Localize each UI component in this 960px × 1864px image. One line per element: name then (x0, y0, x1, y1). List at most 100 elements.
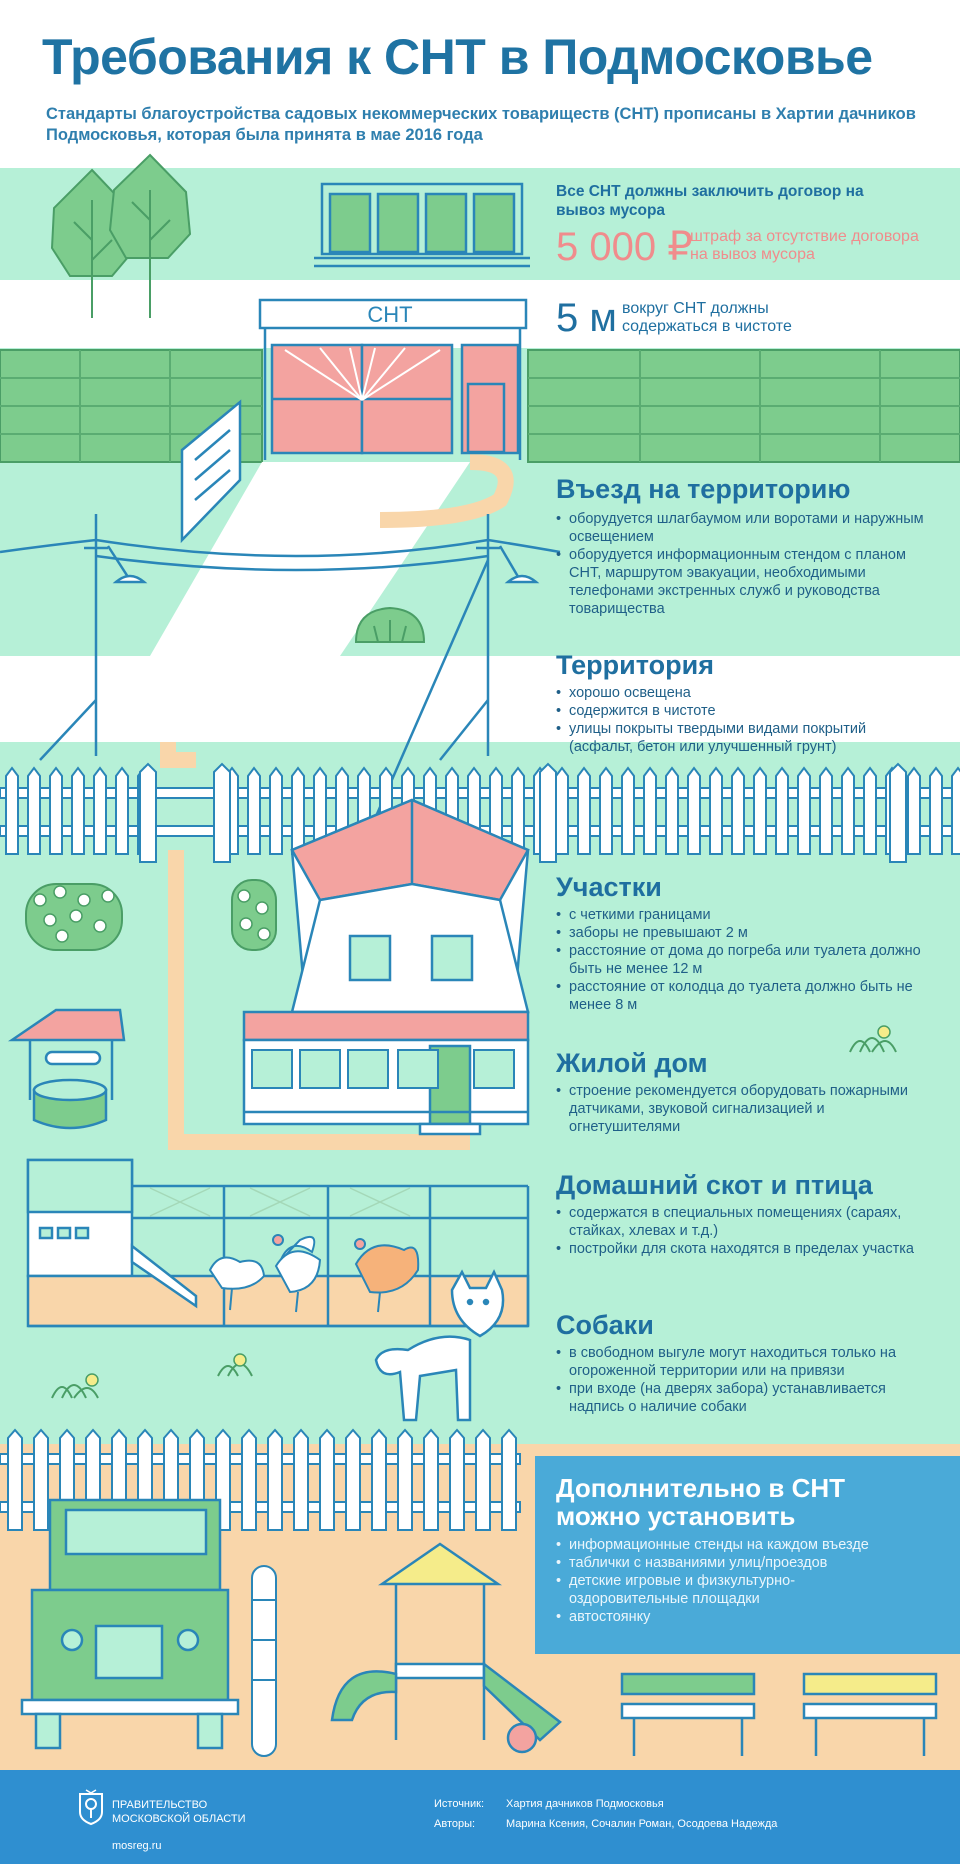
fence-picket (247, 766, 261, 855)
fence-picket (863, 766, 877, 855)
fence-picket (449, 1428, 465, 1531)
house-title: Жилой дом (556, 1048, 708, 1078)
fence-picket (643, 766, 657, 855)
house-window (397, 1049, 439, 1089)
territory-list: хорошо освещена содержится в чистоте ули… (556, 684, 916, 756)
source-label: Источник: (434, 1798, 485, 1810)
page-subtitle: Стандарты благоустройства садовых некомм… (46, 105, 916, 144)
fence-picket (293, 1428, 309, 1531)
extra-title: Дополнительно в СНТ можно установить (556, 1473, 846, 1531)
fence-picket (269, 766, 283, 855)
list-item: таблички с названиями улиц/проездов (556, 1554, 906, 1572)
fence-picket (49, 766, 63, 855)
fence-picket (841, 766, 855, 855)
fence-picket (819, 766, 833, 855)
org-line-2: МОСКОВСКОЙ ОБЛАСТИ (112, 1813, 246, 1825)
road (150, 462, 470, 656)
authors-label: Авторы: (434, 1818, 476, 1830)
page-title: Требования к СНТ в Подмосковье (42, 29, 873, 85)
list-item: оборудуется информационным стендом с пла… (556, 546, 936, 618)
fence-picket (475, 1428, 491, 1531)
entry-gate (258, 298, 528, 460)
truck (20, 1498, 240, 1750)
org-line-1: ПРАВИТЕЛЬСТВО (112, 1799, 208, 1811)
list-item: содержатся в специальных помещениях (сар… (556, 1204, 936, 1240)
fence-picket (889, 762, 907, 863)
trees (50, 153, 192, 318)
dogs-title: Собаки (556, 1310, 654, 1340)
fence-picket (797, 766, 811, 855)
list-item: постройки для скота находятся в пределах… (556, 1240, 936, 1258)
list-item: информационные стенды на каждом въезде (556, 1536, 906, 1554)
fence-picket (241, 1428, 257, 1531)
fence-picket (929, 766, 943, 855)
territory-title: Территория (556, 650, 714, 680)
playground (330, 1542, 562, 1754)
list-item: расстояние от дома до погреба или туалет… (556, 942, 926, 978)
dog (374, 1269, 505, 1422)
fine-note: штраф за отсутствие договора на вывоз му… (690, 228, 919, 263)
chickens (208, 1234, 420, 1313)
well (7, 1008, 126, 1130)
fence-picket (371, 1428, 387, 1531)
source-value: Хартия дачников Подмосковья (506, 1798, 664, 1810)
authors-value: Марина Ксения, Сочалин Роман, Осодоева Н… (506, 1818, 778, 1830)
list-item: в свободном выгуле могут находиться толь… (556, 1344, 936, 1380)
fence-picket (115, 766, 129, 855)
list-item: автостоянку (556, 1608, 906, 1626)
org-name: ПРАВИТЕЛЬСТВО МОСКОВСКОЙ ОБЛАСТИ (112, 1798, 246, 1826)
site-link[interactable]: mosreg.ru (112, 1840, 162, 1852)
benches (620, 1672, 938, 1756)
footer: ПРАВИТЕЛЬСТВО МОСКОВСКОЙ ОБЛАСТИ mosreg.… (0, 1770, 960, 1864)
fence-picket (775, 766, 789, 855)
house-window (251, 1049, 293, 1089)
fence-picket (27, 766, 41, 855)
distance-value: 5 м (556, 296, 617, 340)
fence-picket (501, 1428, 517, 1531)
fence-picket (397, 1428, 413, 1531)
coat-of-arms-icon (79, 1789, 103, 1826)
fence-picket (709, 766, 723, 855)
fence-picket (345, 1428, 361, 1531)
list-item: заборы не превышают 2 м (556, 924, 926, 942)
entry-title: Въезд на территорию (556, 474, 851, 504)
bush-small (354, 606, 426, 643)
entry-list: оборудуется шлагбаумом или воротами и на… (556, 510, 936, 618)
fence-picket (621, 766, 635, 855)
gate-sign: СНТ (367, 302, 412, 327)
livestock-list: содержатся в специальных помещениях (сар… (556, 1204, 936, 1258)
fence-picket (511, 766, 525, 855)
fence-picket (731, 766, 745, 855)
fence-picket (33, 1428, 49, 1531)
house-window (347, 1049, 389, 1089)
plots-list: с четкими границами заборы не превышают … (556, 906, 926, 1014)
extra-list: информационные стенды на каждом въезде т… (556, 1536, 906, 1626)
list-item: при входе (на дверях забора) устанавлива… (556, 1380, 936, 1416)
list-item: расстояние от колодца до туалета должно … (556, 978, 926, 1014)
fence-picket (7, 1428, 23, 1531)
fence-picket (213, 762, 231, 863)
fence-picket (319, 1428, 335, 1531)
list-item: детские игровые и физкультурно-оздоровит… (556, 1572, 906, 1608)
fence-picket (267, 1428, 283, 1531)
list-item: с четкими границами (556, 906, 926, 924)
house-list: строение рекомендуется оборудовать пожар… (556, 1082, 936, 1136)
plots-title: Участки (556, 872, 662, 902)
poultry-coop (26, 1158, 530, 1328)
garbage-lead: Все СНТ должны заключить договор на выво… (556, 183, 864, 219)
fence-picket (539, 762, 557, 863)
fence-picket (93, 766, 107, 855)
dogs-list: в свободном выгуле могут находиться толь… (556, 1344, 936, 1416)
power-poles (0, 514, 561, 831)
list-item: содержится в чистоте (556, 702, 916, 720)
fence-picket (555, 766, 569, 855)
fence-picket (423, 1428, 439, 1531)
fence-picket (665, 766, 679, 855)
livestock-title: Домашний скот и птица (556, 1170, 873, 1200)
house-window (299, 1049, 341, 1089)
hedge-wall (0, 349, 960, 463)
house-window (473, 1049, 515, 1089)
fence-picket (577, 766, 591, 855)
fence-picket (687, 766, 701, 855)
list-item: улицы покрыты твердыми видами покрытий (… (556, 720, 916, 756)
